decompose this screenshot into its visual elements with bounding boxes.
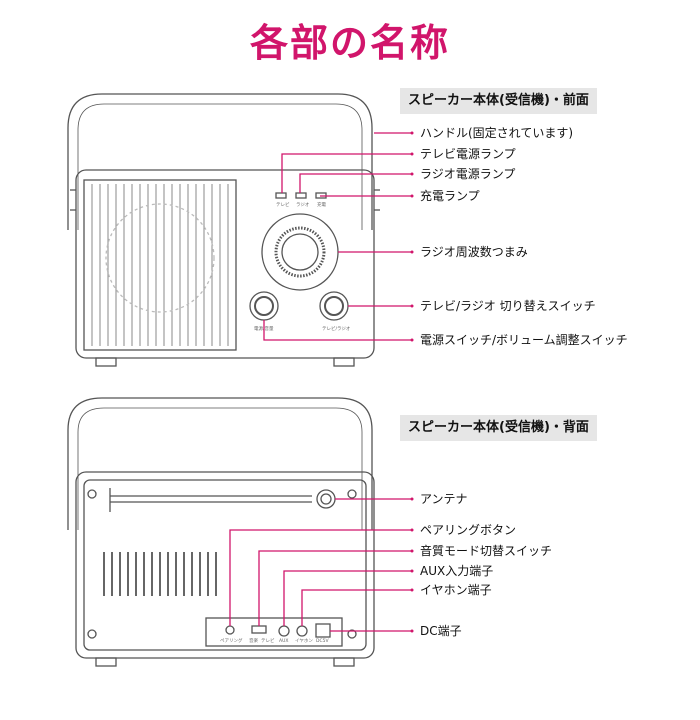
back-view: [67, 397, 375, 667]
callout-tuning-knob: ラジオ周波数つまみ: [420, 245, 528, 259]
aux-jack: [278, 625, 290, 637]
callout-dc: DC端子: [420, 624, 462, 638]
tv-lamp: [275, 192, 287, 199]
front-body: [75, 169, 375, 359]
rear-label-tv: テレビ: [261, 637, 275, 644]
callout-pairing-button: ペアリングボタン: [420, 523, 517, 537]
panel-label-switch: テレビ/ラジオ: [322, 325, 351, 332]
front-view: [67, 93, 380, 367]
back-section-label: スピーカー本体(受信機)・背面: [400, 415, 597, 441]
sound-mode-switch: [251, 625, 267, 634]
front-leaders: [263, 132, 412, 341]
rear-label-music: 音楽: [249, 637, 258, 644]
antenna: [109, 488, 336, 512]
callout-tv-radio-switch: テレビ/ラジオ 切り替えスイッチ: [420, 299, 596, 313]
panel-label-charge: 充電: [317, 201, 326, 208]
connector-panel: [205, 617, 343, 647]
rear-vents: [103, 552, 217, 596]
panel-label-radio: ラジオ: [296, 202, 310, 208]
tv-radio-switch: [319, 291, 349, 321]
tuning-knob: [261, 213, 339, 291]
power-volume-knob: [249, 291, 279, 321]
callout-tv-lamp: テレビ電源ランプ: [420, 147, 516, 161]
earphone-jack: [296, 625, 308, 637]
callout-earphone: イヤホン端子: [420, 583, 492, 597]
rear-label-aux: AUX: [279, 638, 288, 644]
callout-radio-lamp: ラジオ電源ランプ: [420, 167, 516, 181]
back-handle: [67, 397, 373, 530]
front-section-label: スピーカー本体(受信機)・前面: [400, 88, 597, 114]
back-body: [75, 471, 375, 659]
front-handle: [67, 93, 373, 230]
rear-label-pairing: ペアリング: [220, 637, 243, 644]
callout-charge-lamp: 充電ランプ: [420, 189, 480, 203]
panel-label-tv: テレビ: [276, 201, 290, 208]
callout-aux: AUX入力端子: [420, 564, 494, 578]
callout-handle: ハンドル(固定されています): [420, 126, 574, 140]
back-foot-left: [95, 657, 117, 667]
page-title: 各部の名称: [249, 21, 450, 65]
radio-lamp: [295, 192, 307, 199]
callout-sound-mode: 音質モード切替スイッチ: [420, 544, 553, 558]
back-foot-right: [333, 657, 355, 667]
pairing-button: [225, 625, 235, 635]
rear-label-earphone: イヤホン: [295, 638, 313, 644]
callout-power-volume: 電源スイッチ/ボリューム調整スイッチ: [420, 333, 628, 347]
dc-jack: [315, 623, 331, 638]
back-leaders: [229, 498, 412, 632]
callout-antenna: アンテナ: [420, 492, 468, 506]
speaker-grille: [91, 184, 229, 346]
rear-label-dc: DC5V: [316, 638, 329, 644]
